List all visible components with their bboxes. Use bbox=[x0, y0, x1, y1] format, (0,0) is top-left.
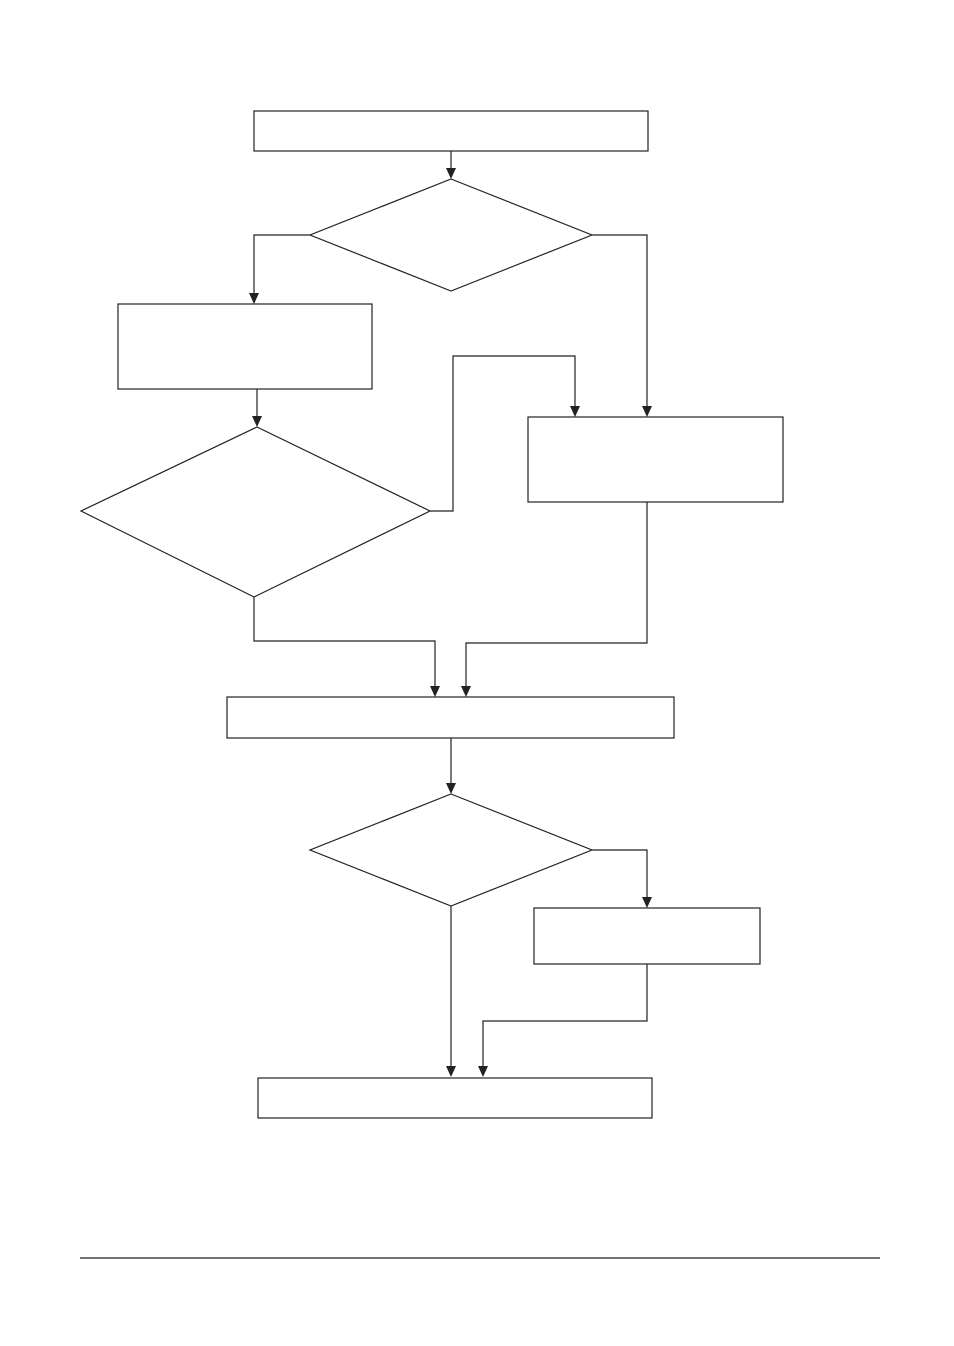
arrowhead-icon bbox=[446, 1066, 456, 1077]
arrowhead-icon bbox=[642, 897, 652, 908]
edge-decision-2-to-box-right-1 bbox=[430, 355, 576, 512]
edge-decision-2-to-box-merge bbox=[253, 597, 436, 688]
node-box-right-1 bbox=[527, 416, 784, 503]
flowchart-edges bbox=[249, 151, 652, 1077]
edge-decision-3-to-box-right-2 bbox=[592, 849, 648, 899]
node-decision-3 bbox=[308, 793, 594, 907]
node-box-start bbox=[253, 110, 649, 152]
arrowhead-icon bbox=[430, 686, 440, 697]
arrowhead-icon bbox=[461, 686, 471, 697]
node-decision-1 bbox=[308, 178, 594, 292]
arrowhead-icon bbox=[446, 168, 456, 179]
arrowhead-icon bbox=[570, 406, 580, 417]
arrowhead-icon bbox=[642, 406, 652, 417]
edge-decision-1-to-box-left-1 bbox=[253, 234, 310, 295]
flowchart-nodes bbox=[79, 110, 784, 1119]
node-box-end bbox=[257, 1077, 653, 1119]
arrowhead-icon bbox=[478, 1066, 488, 1077]
edge-box-right-2-to-box-end bbox=[482, 964, 648, 1068]
edge-decision-1-to-box-right-1 bbox=[592, 234, 648, 408]
arrowhead-icon bbox=[446, 783, 456, 794]
node-box-left-1 bbox=[117, 303, 373, 390]
node-box-right-2 bbox=[533, 907, 761, 965]
edge-box-right-1-to-box-merge bbox=[465, 502, 648, 688]
node-decision-2 bbox=[79, 426, 432, 598]
arrowhead-icon bbox=[249, 293, 259, 304]
arrowhead-icon bbox=[252, 416, 262, 427]
node-box-merge bbox=[226, 696, 675, 739]
